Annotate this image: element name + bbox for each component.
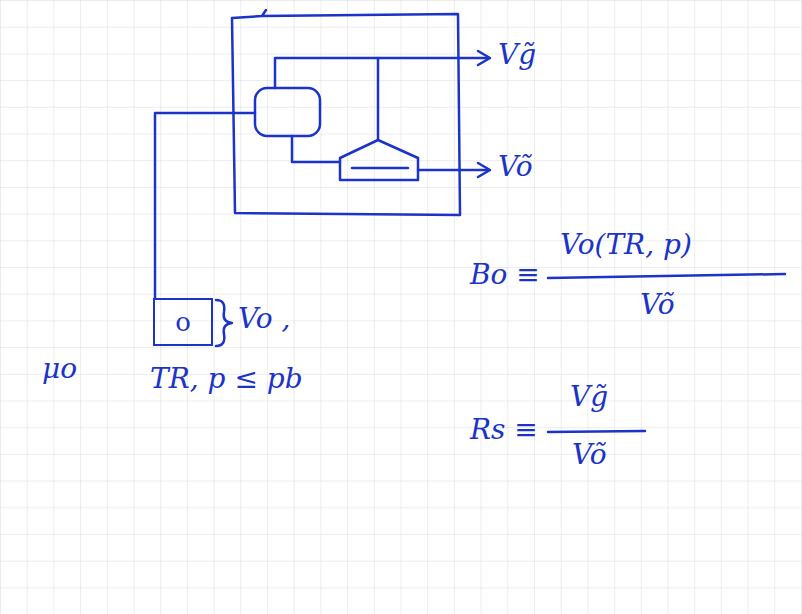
separator-vessel [255, 88, 320, 136]
stock-tank [340, 140, 418, 180]
formula-label: Vo , [238, 302, 290, 336]
brace [216, 300, 232, 346]
formula-label: Vg̃ [570, 380, 608, 414]
oil-sample-box: o [153, 298, 213, 346]
gas-arrowhead [478, 51, 490, 65]
fraction-bar [548, 274, 785, 278]
formula-label: TR, p ≤ pb [150, 362, 303, 396]
formula-label: Bo ≡ [470, 258, 540, 292]
formula-label: Võ [498, 150, 533, 184]
node-text: o [175, 307, 191, 337]
gas-line [275, 58, 488, 88]
plant-box [232, 10, 460, 215]
oil-line-out [418, 169, 488, 172]
formula-label: μo [42, 352, 77, 386]
formula-label: Vg̃ [498, 38, 536, 72]
formula-label: Rs ≡ [470, 413, 538, 447]
oil-arrowhead [478, 163, 490, 177]
feed-line [155, 113, 255, 298]
formula-label: Võ [572, 438, 607, 472]
formula-label: Vo(TR, p) [560, 228, 692, 262]
tank-gas-line [377, 58, 380, 140]
fraction-bar [548, 431, 645, 432]
formula-label: Võ [640, 288, 675, 322]
oil-line [292, 136, 340, 162]
